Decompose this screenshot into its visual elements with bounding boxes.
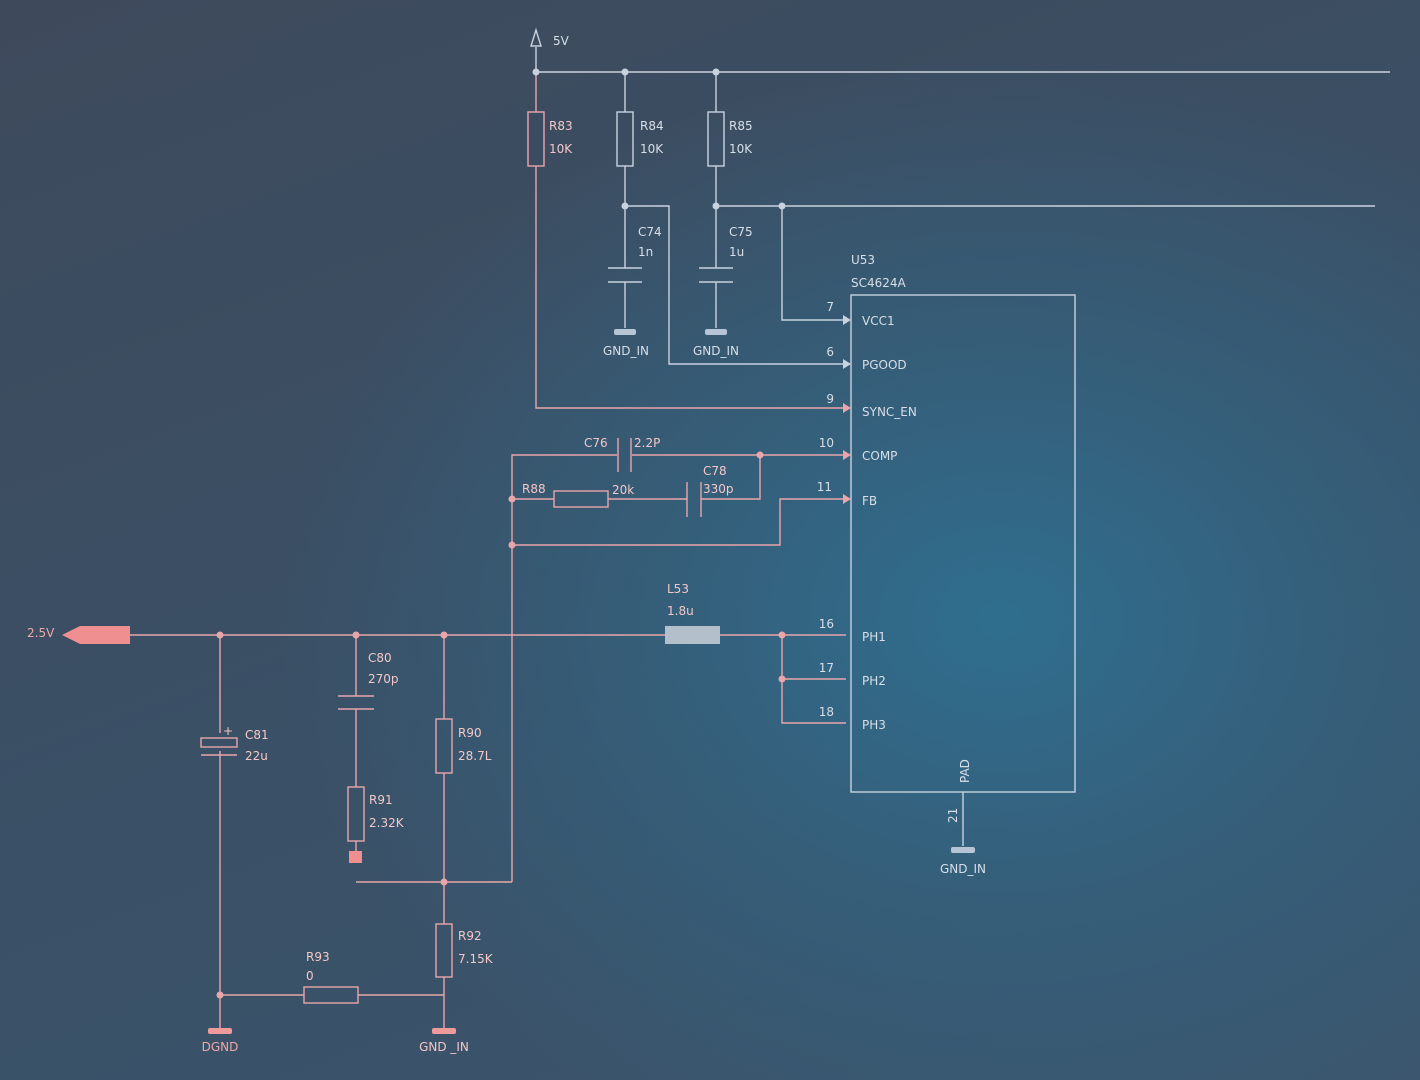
ground-icon	[951, 847, 975, 853]
r84-ref: R84	[640, 119, 664, 133]
capacitor-c80: C80 270p	[338, 651, 399, 710]
capacitor-c75: C75 1u	[699, 225, 753, 283]
l53-value: 1.8u	[667, 604, 694, 618]
pad-name: PAD	[958, 759, 972, 783]
pin-name: SYNC_EN	[862, 405, 917, 419]
pin-number: 11	[817, 480, 832, 494]
c80-value: 270p	[368, 672, 399, 686]
c81-ref: C81	[245, 728, 269, 742]
ic-u53: U53 SC4624A 7 VCC1 6 PGOOD 9 SYNC_EN 10 …	[817, 253, 1076, 876]
ground-label: DGND	[202, 1040, 239, 1054]
pin-number: 16	[819, 617, 834, 631]
pin-number: 7	[826, 300, 834, 314]
r88-value: 20k	[612, 483, 634, 497]
ground-icon	[705, 329, 727, 335]
ground-c74: GND_IN	[603, 329, 649, 358]
r92-value: 7.15K	[458, 952, 494, 966]
r90-value: 28.7L	[458, 749, 492, 763]
resistor-r92: R92 7.15K	[435, 923, 494, 978]
r84-value: 10K	[640, 142, 664, 156]
pin-number: 6	[826, 345, 834, 359]
capacitor-c81: + C81 22u	[200, 724, 269, 763]
resistor-r85: R85 10K	[707, 111, 753, 167]
r93-value: 0	[306, 969, 314, 983]
pin-number: 9	[826, 392, 834, 406]
pin-name: PH3	[862, 718, 886, 732]
c74-value: 1n	[638, 245, 653, 259]
c75-ref: C75	[729, 225, 753, 239]
resistor-r88: R88 20k	[522, 482, 634, 508]
supply-wires	[536, 71, 1390, 365]
r91-ref: R91	[369, 793, 393, 807]
resistor-r83: R83 10K	[527, 111, 573, 167]
resistor-r84: R84 10K	[616, 111, 664, 167]
r93-ref: R93	[306, 950, 330, 964]
r85-ref: R85	[729, 119, 753, 133]
junction-dots	[216, 68, 786, 999]
capacitor-c76: C76 2.2P	[584, 436, 660, 472]
terminal-pad-icon	[349, 851, 362, 863]
output-port-2v5: 2.5V	[27, 626, 130, 644]
ground-label: GND _IN	[419, 1040, 469, 1054]
c80-ref: C80	[368, 651, 392, 665]
r83-ref: R83	[549, 119, 573, 133]
pin-name: PH2	[862, 674, 886, 688]
resistor-r93: R93 0	[303, 950, 359, 1004]
pin-name: COMP	[862, 449, 897, 463]
pin-name: PGOOD	[862, 358, 907, 372]
power-label: 5V	[553, 34, 570, 48]
polarity-plus-icon: +	[223, 724, 233, 738]
c81-value: 22u	[245, 749, 268, 763]
ground-label: GND_IN	[603, 344, 649, 358]
ground-icon	[614, 329, 636, 335]
pin-name: FB	[862, 494, 877, 508]
r83-value: 10K	[549, 142, 573, 156]
c76-value: 2.2P	[634, 436, 660, 450]
pad-number: 21	[946, 808, 960, 823]
pin-number: 10	[819, 436, 834, 450]
capacitor-c74: C74 1n	[608, 225, 662, 283]
r88-ref: R88	[522, 482, 546, 496]
capacitor-c78: C78 330p	[686, 464, 734, 517]
r92-ref: R92	[458, 929, 482, 943]
r90-ref: R90	[458, 726, 482, 740]
c78-ref: C78	[703, 464, 727, 478]
ground-dgnd: DGND	[202, 1028, 239, 1054]
inductor-l53: L53 1.8u	[665, 582, 720, 644]
pin-name: PH1	[862, 630, 886, 644]
pin-number: 18	[819, 705, 834, 719]
resistor-r90: R90 28.7L	[435, 718, 492, 774]
resistor-r91: R91 2.32K	[347, 786, 405, 863]
feedback-wires	[130, 72, 846, 1028]
l53-ref: L53	[667, 582, 689, 596]
c74-ref: C74	[638, 225, 662, 239]
pin-name: VCC1	[862, 314, 895, 328]
ground-label: GND_IN	[693, 344, 739, 358]
port-arrow-icon	[62, 626, 130, 644]
r91-value: 2.32K	[369, 816, 405, 830]
power-flag-5v: 5V	[530, 27, 570, 72]
r85-value: 10K	[729, 142, 753, 156]
ground-r92: GND _IN	[419, 1028, 469, 1054]
pin-number: 17	[819, 661, 834, 675]
c78-value: 330p	[703, 482, 734, 496]
ground-icon	[432, 1028, 456, 1034]
ic-ref: U53	[851, 253, 875, 267]
pin-arrows	[843, 315, 851, 504]
c76-ref: C76	[584, 436, 608, 450]
ground-icon	[208, 1028, 232, 1034]
c75-value: 1u	[729, 245, 744, 259]
ground-label: GND_IN	[940, 862, 986, 876]
ground-c75: GND_IN	[693, 329, 739, 358]
port-label: 2.5V	[27, 626, 55, 640]
ic-part: SC4624A	[851, 276, 907, 290]
